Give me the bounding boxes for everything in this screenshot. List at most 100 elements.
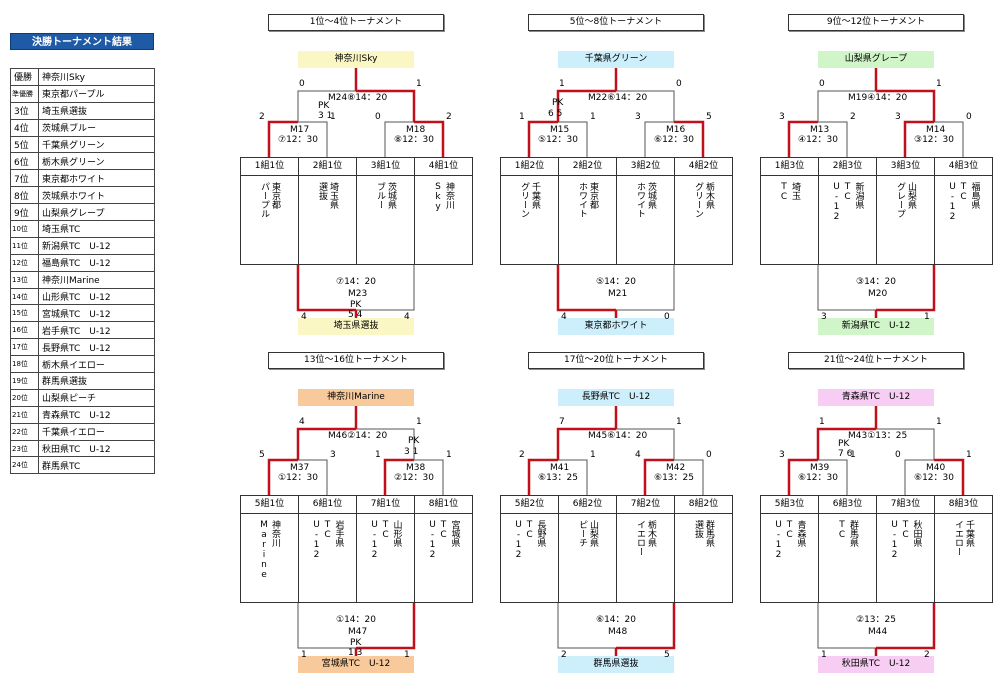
bracket-title: 5位～8位トーナメント xyxy=(528,14,704,31)
third-pk-label: PK xyxy=(350,638,362,648)
bracket-path xyxy=(616,90,675,122)
bracket-path xyxy=(356,265,415,311)
team-cell: 東京都パープル xyxy=(38,84,155,103)
bracket-title: 21位～24位トーナメント xyxy=(788,352,964,369)
bracket-path xyxy=(817,90,876,122)
bracket-lines xyxy=(267,406,444,656)
semi-score-left: 0 xyxy=(895,450,901,460)
final-score-left: 0 xyxy=(819,79,825,89)
bracket-path xyxy=(817,265,876,311)
rank-cell: 15位 xyxy=(10,304,39,323)
rank-cell: 19位 xyxy=(10,372,39,390)
team-name-line: U-12 xyxy=(427,520,438,560)
third-score-right: 5 xyxy=(664,650,670,660)
bracket-path xyxy=(356,89,416,122)
bracket-path xyxy=(787,458,818,495)
team-name-line: TC xyxy=(784,520,795,540)
third-match: M23 xyxy=(348,289,368,299)
team-name-line: イエロー xyxy=(953,520,963,556)
team-name-line: 神奈川 xyxy=(444,182,454,209)
third-match: M20 xyxy=(868,289,888,299)
bracket-path xyxy=(903,120,934,157)
team-name-line: 群馬県 xyxy=(848,520,858,547)
third-score-right: 4 xyxy=(404,312,410,322)
team-cell: 神奈川Marine xyxy=(38,270,155,289)
bracket-path xyxy=(414,459,444,495)
team-name-line: 栃木県 xyxy=(646,520,656,547)
semi-time: ④12：30 xyxy=(798,135,838,145)
team-name-line: TC xyxy=(380,520,391,540)
team-cell: 青森県TC U-12 xyxy=(38,405,155,424)
semi-time: ⑦12：30 xyxy=(278,135,318,145)
team-name-line: TC xyxy=(322,520,333,540)
final-score-left: 1 xyxy=(819,417,825,427)
team-name-line: 選抜 xyxy=(317,182,327,200)
bracket-path xyxy=(876,603,936,650)
semi-match: M40 xyxy=(926,463,946,473)
top-label: 青森県TC U-12 xyxy=(818,389,934,406)
rank-cell: 16位 xyxy=(10,321,39,340)
bracket-path xyxy=(674,459,704,495)
bracket-title: 17位～20位トーナメント xyxy=(528,352,704,369)
bracket-path xyxy=(616,428,675,460)
bracket-path xyxy=(296,427,356,460)
semi-match: M15 xyxy=(550,125,570,135)
semi-match: M37 xyxy=(290,463,310,473)
team-cell: 群馬県TC xyxy=(38,456,155,475)
final-match: M19④14：20 xyxy=(848,93,908,103)
semi-score-right: 1 xyxy=(590,112,596,122)
bottom-label: 秋田県TC U-12 xyxy=(818,656,934,673)
rank-cell: 11位 xyxy=(10,236,39,255)
third-score-left: 1 xyxy=(821,650,827,660)
semi-score-left: 0 xyxy=(375,112,381,122)
bracket-path xyxy=(527,120,558,157)
bracket-path xyxy=(934,458,965,495)
semi-match: M38 xyxy=(406,463,426,473)
semi-score-right: 1 xyxy=(850,450,856,460)
bracket-path xyxy=(644,121,674,157)
final-match: M43①13：25 xyxy=(848,431,908,441)
team-cell: 東京都ホワイト xyxy=(38,169,155,188)
team-cell: 群馬県選抜 xyxy=(674,513,733,603)
results-row: 11位新潟県TC U-12 xyxy=(10,236,155,255)
top-label: 神奈川Sky xyxy=(298,51,414,68)
bracket-path xyxy=(817,603,876,649)
bracket-path xyxy=(643,458,674,495)
team-name-line: 山梨県 xyxy=(588,520,598,547)
semi-score-right: 3 xyxy=(330,450,336,460)
team-cell: 栃木県グリーン xyxy=(38,152,155,171)
semi-match: M14 xyxy=(926,125,946,135)
final-pk-label: PK xyxy=(838,439,850,449)
team-name-line: ピーチ xyxy=(577,520,587,547)
rank-cell: 9位 xyxy=(10,203,39,222)
final-pk-scores: 3 1 xyxy=(318,111,333,121)
team-name-line: 群馬県 xyxy=(704,520,714,547)
semi-score-right: 5 xyxy=(706,112,712,122)
team-name-line: Marine xyxy=(259,520,269,580)
rank-cell: 18位 xyxy=(10,355,39,374)
team-name-line: パープル xyxy=(259,182,269,218)
page-title: 決勝トーナメント結果 xyxy=(10,33,154,50)
bracket-lines xyxy=(787,406,965,656)
final-score-left: 7 xyxy=(559,417,565,427)
bracket-path xyxy=(527,458,558,495)
bracket-lines xyxy=(267,68,445,318)
results-row: 10位埼玉県TC xyxy=(10,220,155,238)
bracket-path xyxy=(876,265,936,312)
third-score-right: 0 xyxy=(664,312,670,322)
rank-cell: 24位 xyxy=(10,456,39,475)
team-name-line: 埼玉県 xyxy=(328,182,338,209)
top-label: 千葉県グリーン xyxy=(558,51,674,68)
semi-match: M16 xyxy=(666,125,686,135)
results-row: 13位神奈川Marine xyxy=(10,270,155,289)
bracket-lines xyxy=(527,68,705,318)
bracket-path xyxy=(818,459,848,495)
bracket-path xyxy=(876,428,935,460)
semi-score-right: 0 xyxy=(966,112,972,122)
team-name-line: ホワイト xyxy=(577,182,587,218)
team-name-line: 新潟県 xyxy=(853,182,864,209)
bracket-path xyxy=(414,120,445,157)
